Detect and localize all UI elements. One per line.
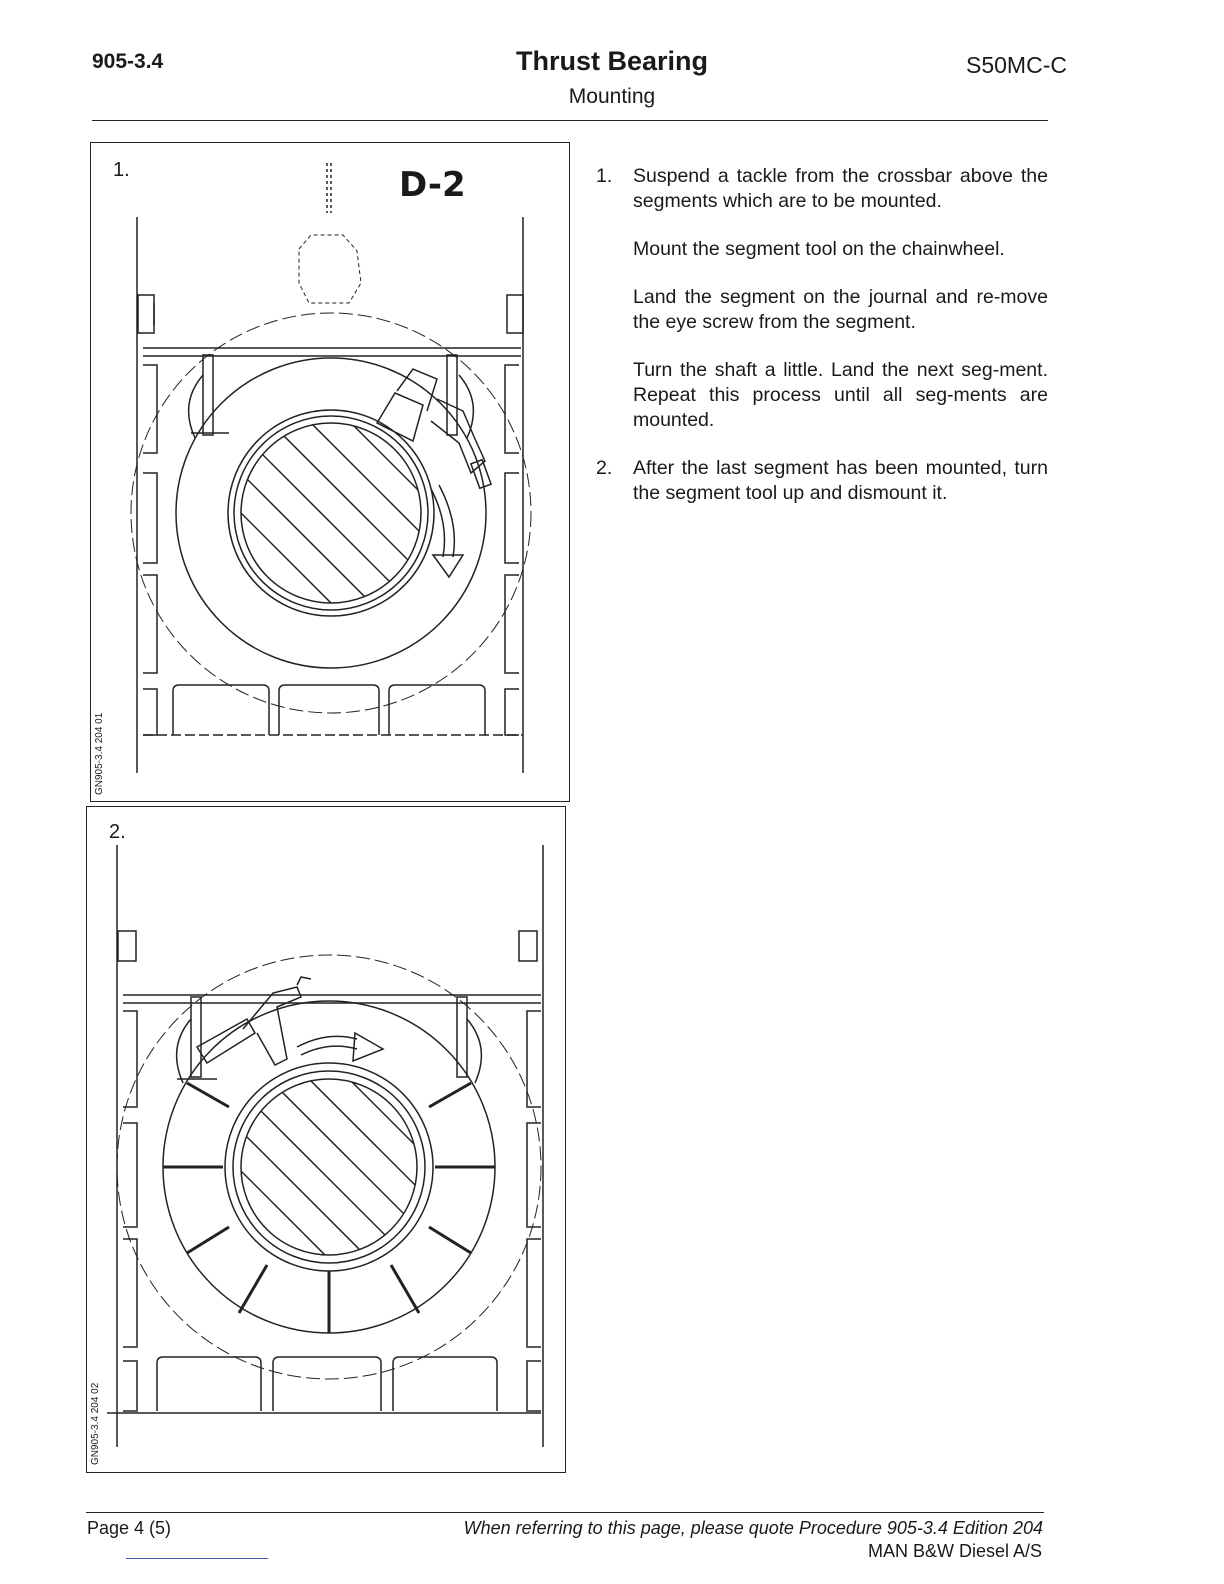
- figure-1-number: 1.: [113, 159, 130, 181]
- company-name: MAN B&W Diesel A/S: [867, 1541, 1042, 1559]
- step-1-paragraph: Turn the shaft a little. Land the next s…: [633, 359, 1048, 431]
- page-subtitle: Mounting: [568, 85, 656, 108]
- figure-1: 1. D-2 GN905-3.4 204 01: [90, 142, 570, 802]
- step-1-paragraph: Suspend a tackle from the crossbar above…: [633, 165, 1048, 212]
- figure-1-label: D-2: [399, 165, 466, 205]
- page-title: Thrust Bearing: [515, 46, 709, 76]
- footer-stub-line: [126, 1558, 268, 1559]
- engine-model: S50MC-C: [966, 52, 1067, 78]
- step-1-paragraph: Land the segment on the journal and re-m…: [633, 286, 1048, 333]
- footer-divider: [86, 1512, 1044, 1513]
- reference-note: When referring to this page, please quot…: [463, 1518, 1043, 1538]
- procedure-steps: 1. Suspend a tackle from the crossbar ab…: [596, 164, 1048, 529]
- step-1: 1. Suspend a tackle from the crossbar ab…: [596, 164, 1048, 433]
- figure-2-number: 2.: [109, 821, 126, 843]
- figure-2-drawing: [107, 845, 544, 1447]
- step-2-number: 2.: [596, 457, 613, 479]
- procedure-number: 905-3.4: [92, 50, 164, 73]
- page-number: Page 4 (5): [87, 1518, 172, 1538]
- figure-2-reference: GN905-3.4 204 02: [90, 1382, 101, 1465]
- header-divider: [92, 120, 1048, 121]
- figure-2: 2. GN905-3.4 204 02: [86, 806, 566, 1473]
- step-2: 2. After the last segment has been mount…: [596, 456, 1048, 506]
- figure-1-drawing: [130, 163, 532, 773]
- step-1-paragraph: Mount the segment tool on the chainwheel…: [633, 238, 1005, 260]
- step-2-paragraph: After the last segment has been mounted,…: [633, 457, 1048, 504]
- figure-1-reference: GN905-3.4 204 01: [94, 712, 105, 795]
- step-1-number: 1.: [596, 165, 613, 187]
